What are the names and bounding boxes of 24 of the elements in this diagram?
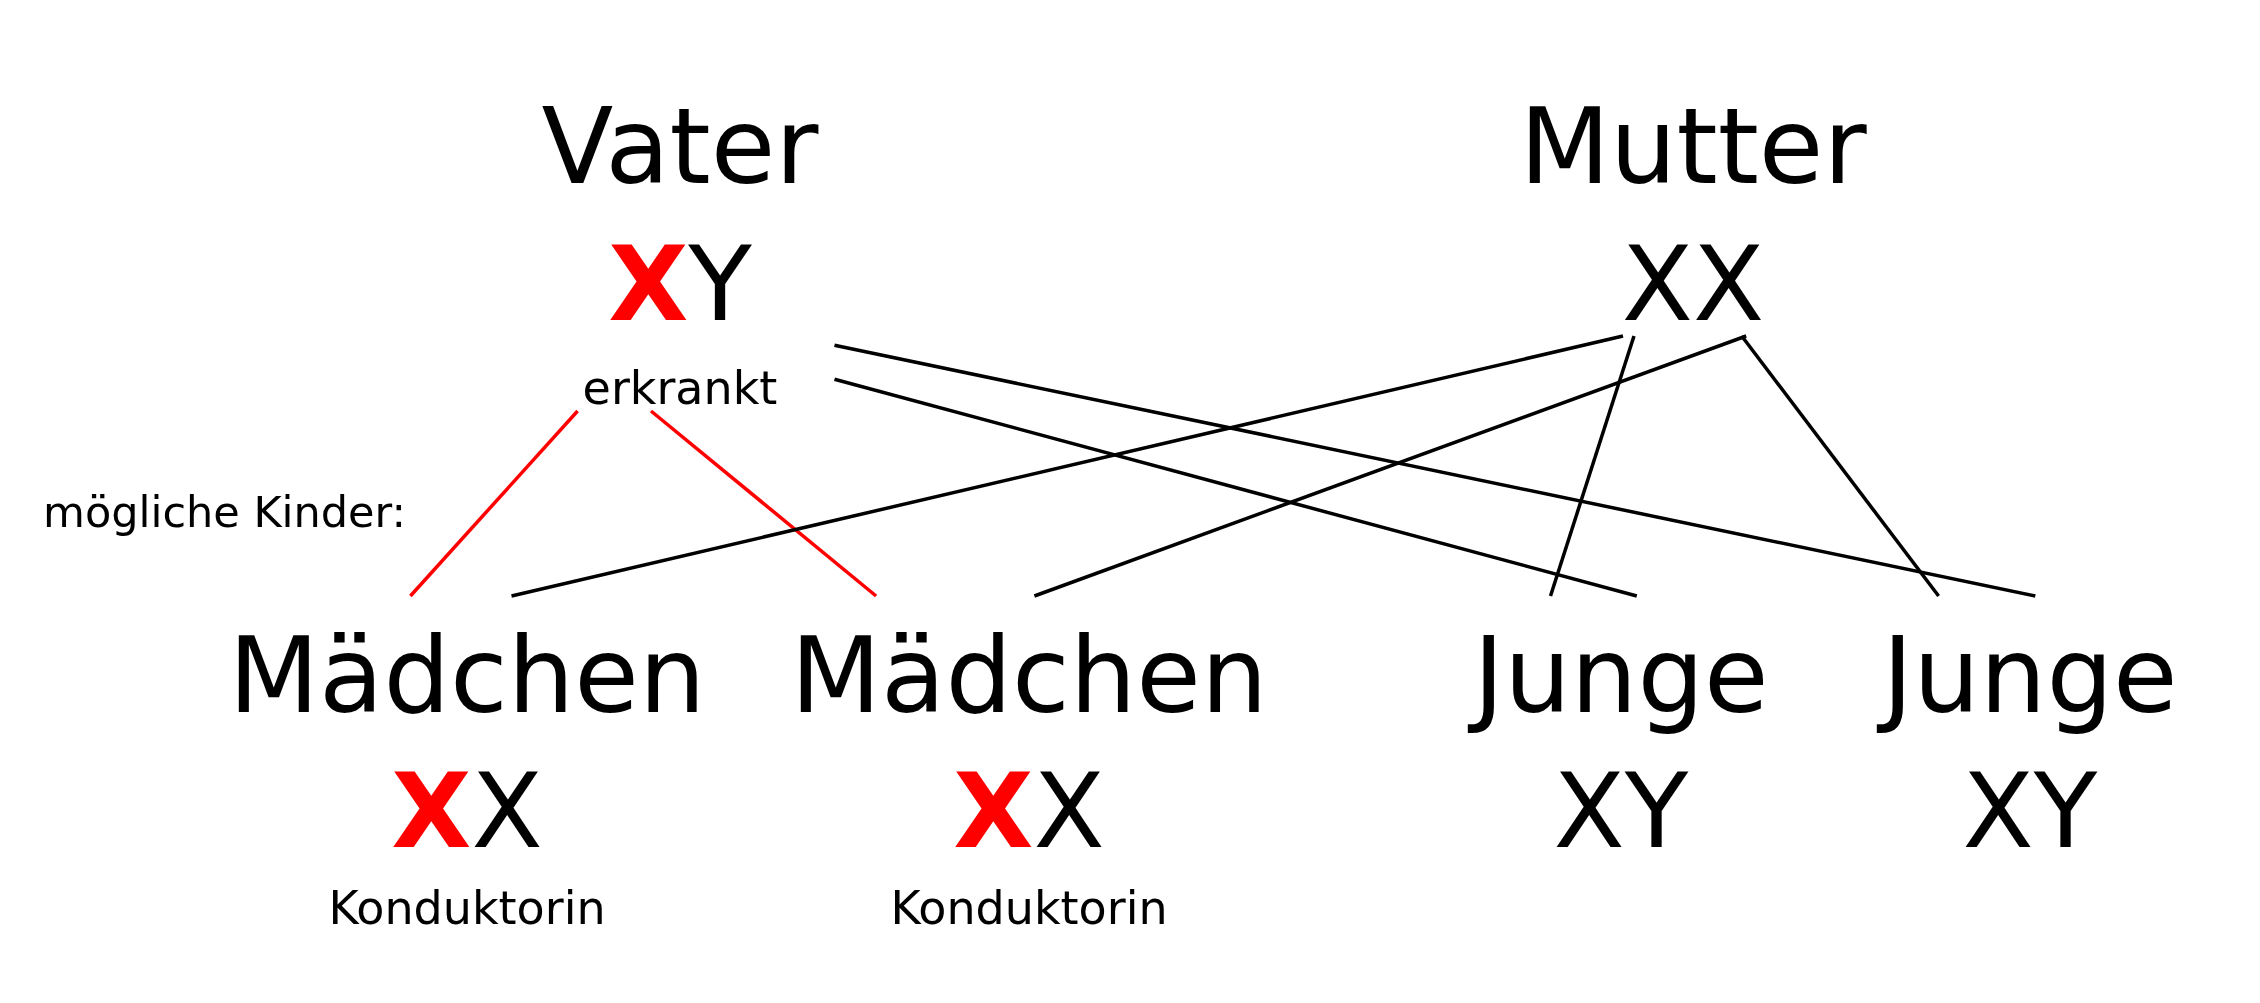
note-label: Konduktorin [328,885,606,931]
genotype-label: XY [608,232,752,336]
connector-line [1548,335,1636,597]
connector-line [1033,334,1747,598]
annotation-label: mögliche Kinder: [43,491,406,534]
person-label: Mutter [1518,85,1868,210]
genotype-label: XY [1553,759,1689,863]
person-label: Mädchen [789,614,1269,739]
connector-line [511,334,1624,598]
connector-line [649,409,878,598]
person-label: Vater [540,85,820,210]
genotype-label: XX [1621,232,1765,336]
connector-line [834,377,1638,598]
note-label: Konduktorin [890,885,1168,931]
genotype-label: XX [391,759,543,863]
connector-line [409,409,579,598]
genotype-label: XX [953,759,1105,863]
genotype-label: XY [1962,759,2098,863]
connector-line [1740,334,1940,598]
person-label: Junge [1866,614,2194,739]
note-label: erkrankt [582,365,778,411]
person-label: Mädchen [227,614,707,739]
person-label: Junge [1457,614,1785,739]
connector-line [834,343,2036,598]
